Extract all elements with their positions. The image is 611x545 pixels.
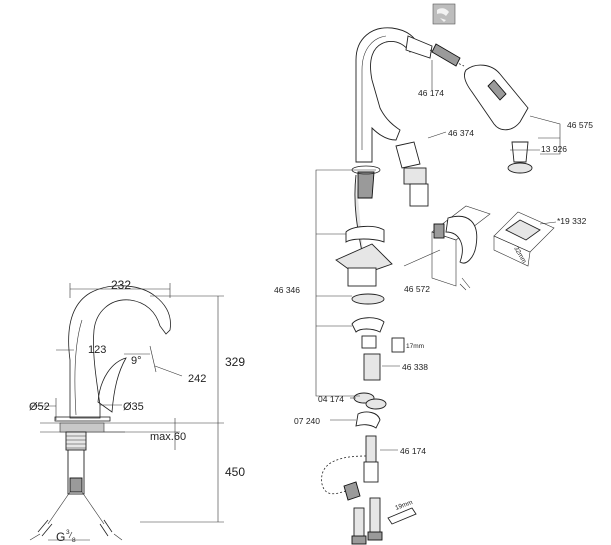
pn-13926: 13 926 — [541, 144, 567, 154]
bracket-46346 — [315, 169, 376, 397]
cartridge-lower — [409, 183, 429, 207]
cartridge-top — [395, 141, 421, 169]
spanner-32-label: 32mm — [512, 246, 527, 265]
pn-46572: 46 572 — [404, 284, 430, 294]
aerator-nut — [511, 141, 529, 163]
spout-outlet — [405, 35, 433, 59]
cartridge-body — [403, 167, 427, 185]
lever-insert — [433, 223, 445, 239]
spray-head-button — [487, 79, 507, 101]
check-valve — [363, 353, 381, 381]
hose-connector-top — [431, 43, 461, 67]
dimensioned-faucet-view: 232 329 450 123 9° 242 Ø52 Ø35 max.60 — [29, 278, 245, 544]
ring-washer — [351, 293, 385, 305]
dim-thread-slash — [68, 531, 73, 539]
faucet-base-flange — [54, 416, 111, 422]
spout-highlight — [361, 35, 387, 150]
spacer-sleeve — [391, 337, 405, 353]
faucet-body-outline — [68, 285, 171, 419]
dim-thread-numerator: 3 — [66, 529, 70, 536]
hose-connector-lower — [365, 435, 377, 463]
hose-left-fitting — [37, 519, 53, 537]
nut-04174-b — [365, 398, 387, 410]
dim-max60-label: max.60 — [150, 431, 186, 443]
c-clip — [351, 317, 385, 333]
aerator-insert — [507, 162, 533, 174]
shank-threads — [66, 435, 86, 449]
spray-mode-icon — [432, 3, 456, 25]
loop-hose — [321, 455, 367, 495]
pn-46174-top: 46 174 — [418, 88, 444, 98]
pn-46374: 46 374 — [448, 128, 474, 138]
dim-450-label: 450 — [225, 465, 245, 479]
supply-hose-left-nut — [351, 535, 367, 545]
bracket-block — [347, 267, 377, 287]
pn-46575: 46 575 — [567, 120, 593, 130]
dim-9-label: 9° — [131, 355, 142, 367]
dim-thread-label: G — [56, 530, 65, 544]
hose-ends — [29, 533, 123, 541]
dim-9-angle-line — [149, 345, 157, 373]
spray-head — [463, 64, 529, 131]
dim-thread-denominator: 8 — [72, 537, 76, 544]
threaded-shank — [65, 431, 87, 451]
leader-19332 — [539, 221, 557, 225]
hose-right — [81, 491, 105, 525]
dim-242-label: 242 — [188, 373, 206, 385]
leader-46374 — [427, 131, 447, 139]
dim-329-label: 329 — [225, 355, 245, 369]
pn-07240: 07 240 — [294, 416, 320, 426]
loop-hose-end — [343, 481, 361, 501]
bracket-46575 — [529, 115, 561, 155]
faucet-body-shade — [74, 319, 83, 416]
hose-connector-nut — [363, 461, 379, 483]
spanner-19 — [387, 507, 417, 525]
supply-hose-right — [369, 497, 381, 537]
pn-46174-bottom: 46 174 — [400, 446, 426, 456]
leader-46572 — [403, 249, 441, 267]
deck-section — [59, 422, 105, 433]
tool-box-front — [493, 235, 531, 267]
spanner-17-label: 17mm — [406, 343, 424, 350]
hose-left — [47, 491, 71, 525]
washer-07240 — [355, 411, 381, 429]
supply-hose-right-nut — [367, 531, 383, 541]
dim-52-label: Ø52 — [29, 401, 50, 413]
lever-panel-side — [431, 231, 457, 287]
pn-46346: 46 346 — [274, 285, 300, 295]
supply-hose-left — [353, 507, 365, 541]
threaded-stud — [361, 335, 377, 349]
lever-screw — [459, 277, 471, 291]
pn-04174: 04 174 — [318, 394, 344, 404]
pn-46338: 46 338 — [402, 362, 428, 372]
pn-19332: *19 332 — [557, 216, 587, 226]
tool-box-inner — [505, 219, 541, 241]
spout-body — [355, 27, 419, 163]
shank-nut — [69, 477, 83, 493]
dim-232-label: 232 — [111, 278, 131, 292]
lever-handle — [445, 216, 478, 264]
exploded-view: 19mm 17mm 32mm 46 174 46 374 46 575 — [274, 3, 593, 545]
faucet-lever — [97, 357, 127, 413]
half-washer — [345, 225, 385, 243]
hose-right-fitting — [99, 519, 113, 537]
dim-123-label: 123 — [88, 344, 106, 356]
dim-242-leader — [154, 365, 183, 377]
hose-upper-sleeve — [357, 171, 375, 199]
dim-35-label: Ø35 — [123, 401, 144, 413]
